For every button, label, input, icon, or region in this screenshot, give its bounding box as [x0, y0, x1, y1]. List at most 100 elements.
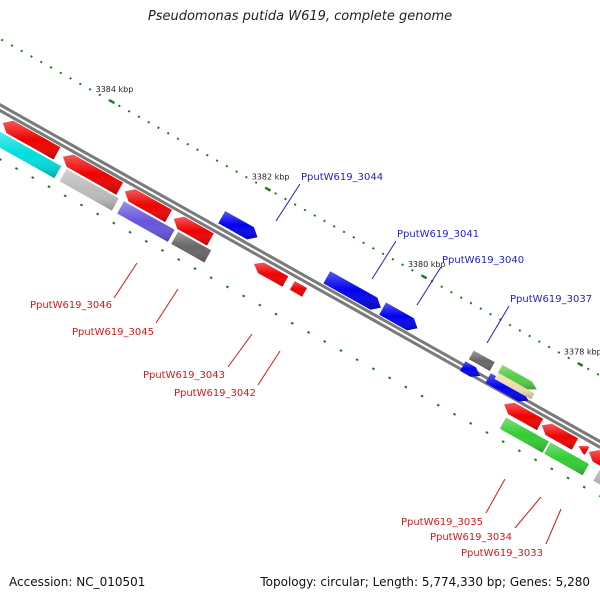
lower-minor-tick — [31, 176, 35, 180]
lower-minor-tick — [290, 321, 294, 325]
gene-rev-14 — [541, 423, 579, 450]
gene-rev-17 — [499, 417, 549, 453]
gene-rev-12 — [289, 281, 307, 297]
gene-label: PputW619_3041 — [397, 229, 479, 240]
gene-rev-8 — [59, 169, 119, 211]
minor-tick — [342, 230, 346, 234]
backbone-line-1 — [0, 103, 600, 444]
minor-tick — [323, 219, 326, 223]
gene-rev-18 — [544, 442, 589, 476]
gene-rev-19 — [593, 470, 600, 485]
minor-tick — [69, 77, 72, 80]
tick-label: 3384 kbp — [96, 85, 134, 94]
lower-minor-tick — [112, 221, 116, 225]
minor-tick — [518, 329, 522, 332]
minor-tick — [254, 181, 258, 184]
minor-tick — [284, 197, 287, 201]
lower-minor-tick — [404, 385, 408, 389]
minor-tick — [274, 192, 278, 195]
gene-label: PputW619_3034 — [430, 532, 512, 543]
minor-tick — [508, 323, 512, 327]
minor-tick — [176, 137, 180, 141]
gene-fwd-7 — [498, 364, 537, 390]
minor-tick — [244, 175, 248, 179]
label-leader-line — [227, 333, 253, 368]
label-leader-line — [514, 496, 542, 529]
minor-tick — [20, 49, 24, 53]
lower-minor-tick — [193, 267, 197, 271]
lower-minor-tick — [306, 330, 311, 334]
label-leader-line — [257, 350, 281, 386]
minor-tick — [205, 153, 209, 157]
minor-tick — [596, 373, 600, 376]
label-leader-line — [155, 288, 179, 324]
lower-minor-tick — [469, 421, 473, 425]
label-leader-line — [486, 305, 510, 344]
minor-tick — [547, 345, 551, 349]
gene-rev-2 — [2, 120, 61, 160]
major-tick — [421, 274, 428, 280]
minor-tick — [440, 285, 444, 289]
minor-tick — [166, 131, 170, 135]
minor-tick — [332, 225, 336, 228]
minor-tick — [293, 203, 297, 206]
gene-fwd-2 — [323, 271, 381, 310]
lower-minor-tick — [420, 394, 424, 398]
lower-minor-tick — [225, 285, 229, 289]
minor-tick — [59, 71, 63, 75]
label-leader-line — [545, 508, 562, 545]
minor-tick — [10, 44, 14, 47]
major-tick — [109, 99, 116, 105]
label-leader-line — [275, 183, 301, 222]
gene-fwd-8 — [494, 372, 535, 400]
minor-tick — [186, 142, 190, 146]
minor-tick — [303, 208, 307, 212]
minor-tick — [557, 351, 561, 354]
minor-tick — [30, 55, 33, 58]
lower-minor-tick — [339, 349, 343, 353]
gene-label: PputW619_3037 — [510, 294, 592, 305]
lower-minor-tick — [128, 230, 132, 234]
lower-minor-tick — [274, 312, 278, 316]
gene-rev-5 — [173, 216, 214, 246]
lower-minor-tick — [79, 203, 83, 207]
minor-tick — [137, 115, 141, 119]
backbone-line-2 — [0, 108, 600, 449]
minor-tick — [411, 268, 414, 272]
minor-tick — [567, 356, 571, 360]
tick-label: 3378 kbp — [564, 348, 600, 357]
gene-label: PputW619_3042 — [174, 388, 256, 399]
lower-minor-tick — [501, 440, 505, 444]
gene-fwd-4 — [468, 350, 495, 371]
lower-minor-tick — [517, 449, 521, 453]
lower-minor-tick — [388, 376, 392, 380]
minor-tick — [98, 93, 102, 97]
minor-tick — [401, 263, 404, 267]
minor-tick — [391, 257, 395, 261]
lower-minor-tick — [242, 294, 246, 298]
minor-tick — [313, 214, 317, 217]
map-title: Pseudomonas putida W619, complete genome — [147, 9, 453, 24]
gene-label: PputW619_3040 — [442, 255, 524, 266]
gene-rev-4 — [124, 189, 172, 223]
gene-rev-16 — [588, 450, 600, 466]
label-leader-line — [371, 240, 397, 280]
genome-backbone — [0, 103, 600, 449]
minor-tick — [371, 246, 375, 250]
gene-rev-7 — [0, 131, 62, 179]
gene-rev-11 — [254, 262, 289, 287]
lower-minor-tick — [371, 367, 375, 371]
minor-tick — [127, 109, 131, 113]
gene-features — [0, 120, 600, 485]
gene-rev-3 — [63, 154, 124, 195]
minor-tick — [489, 312, 492, 316]
label-leader-line — [416, 266, 442, 306]
lower-minor-tick — [550, 467, 554, 471]
minor-tick — [196, 148, 199, 152]
gene-label: PputW619_3046 — [30, 300, 112, 311]
label-leader-line — [113, 262, 138, 299]
minor-tick — [49, 66, 53, 69]
